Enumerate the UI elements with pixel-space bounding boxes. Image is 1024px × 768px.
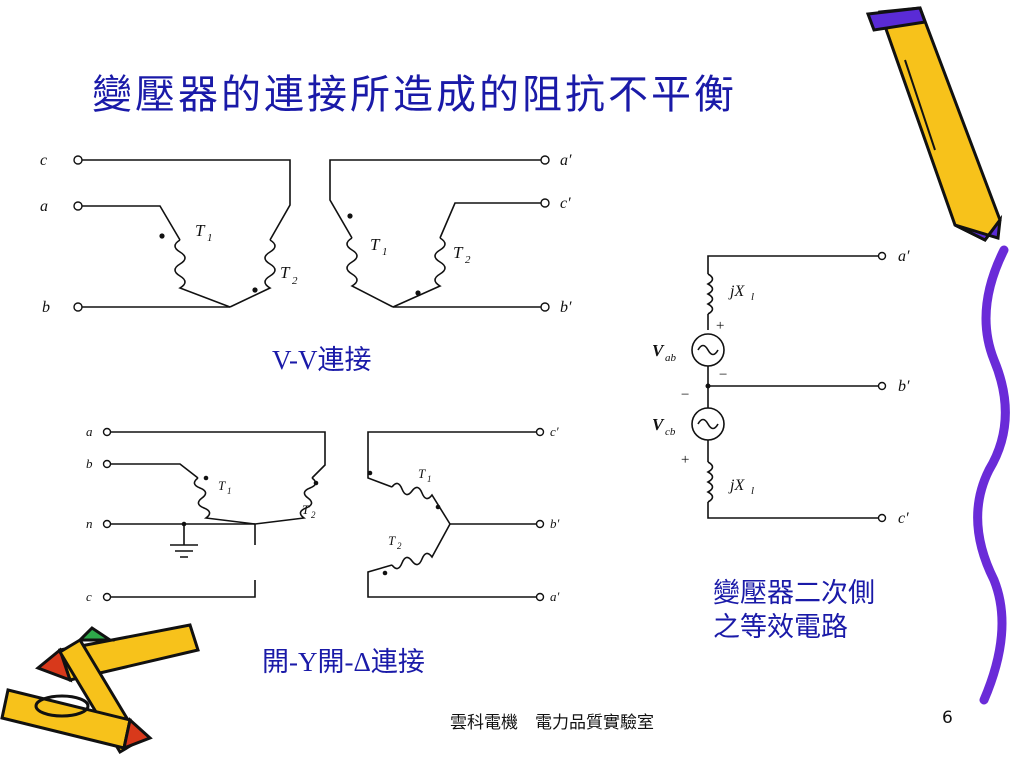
label-t2: T [280, 263, 291, 282]
svg-text:b: b [86, 456, 93, 471]
caption-open-y-open-delta: 開-Y開-Δ連接 [262, 647, 425, 677]
svg-text:cb: cb [665, 426, 676, 438]
svg-text:+: + [680, 452, 690, 468]
caption-equiv-line1: 變壓器二次側 [713, 578, 875, 608]
terminal-c [73, 155, 83, 165]
label-t1: T [370, 235, 381, 254]
terminal-a [73, 201, 83, 211]
terminal-c [102, 592, 112, 602]
svg-text:a′: a′ [898, 248, 910, 265]
svg-text:1: 1 [427, 474, 432, 484]
svg-text:2: 2 [311, 510, 316, 520]
page-number: 6 [942, 708, 953, 728]
label-jxl-bottom: jX [728, 477, 745, 494]
terminal-a-prime [540, 155, 550, 165]
svg-text:c: c [86, 589, 92, 604]
svg-text:b′: b′ [898, 378, 910, 395]
terminal-n [102, 519, 112, 529]
terminal-c-prime [877, 513, 887, 523]
diagram-labels: c a b T 1 T 2 a′ c′ b′ T 1 T 2 a b n c T… [40, 152, 910, 604]
label-a: a [40, 198, 48, 215]
terminal-a-prime [877, 251, 887, 261]
svg-text:ab: ab [665, 352, 677, 364]
terminal-b-prime [540, 302, 550, 312]
svg-text:2: 2 [465, 254, 471, 266]
terminal-a [102, 427, 112, 437]
svg-text:l: l [751, 291, 754, 303]
label-n: n [86, 516, 93, 531]
label-c: c [40, 152, 47, 169]
terminal-b [102, 459, 112, 469]
svg-text:a′: a′ [550, 589, 560, 604]
terminal-c-prime [540, 198, 550, 208]
svg-text:2: 2 [397, 541, 402, 551]
svg-text:a: a [86, 424, 93, 439]
svg-text:1: 1 [227, 486, 232, 496]
terminal-b [73, 302, 83, 312]
label-t1: T [195, 221, 206, 240]
caption-vv: V-V連接 [272, 345, 372, 375]
caption-equiv-line2: 之等效電路 [713, 612, 848, 642]
footer-lab-name: 雲科電機 電力品質實驗室 [450, 713, 654, 733]
pencils-cluster-icon [0, 623, 200, 755]
equivalent-circuit [691, 251, 887, 523]
vv-primary-diagram [73, 155, 291, 312]
label-c-prime: c′ [560, 195, 571, 212]
svg-text:1: 1 [382, 246, 388, 258]
label-jxl-top: jX [728, 283, 745, 300]
label-vab: V [652, 341, 665, 360]
squiggle-line-icon [973, 245, 1010, 705]
svg-text:T: T [218, 478, 226, 493]
terminal-c-prime [535, 427, 545, 437]
open-y-primary-diagram [102, 427, 326, 602]
svg-text:T: T [418, 466, 426, 481]
svg-text:c′: c′ [550, 424, 559, 439]
label-t2: T [453, 243, 464, 262]
label-b: b [42, 299, 50, 316]
label-b-prime: b′ [560, 299, 572, 316]
svg-text:T: T [388, 533, 396, 548]
svg-text:1: 1 [207, 232, 213, 244]
svg-text:−: − [680, 387, 690, 403]
pencil-icon [865, 6, 1003, 242]
label-a-prime: a′ [560, 152, 572, 169]
label-vcb: V [652, 415, 665, 434]
svg-text:c′: c′ [898, 510, 909, 527]
svg-text:2: 2 [292, 275, 298, 287]
terminal-b-prime [877, 381, 887, 391]
vv-secondary-diagram [329, 155, 550, 312]
caption-equivalent-circuit: 變壓器二次側 之等效電路 [713, 576, 875, 644]
terminal-b-prime [535, 519, 545, 529]
open-delta-secondary-diagram [367, 427, 545, 602]
terminal-a-prime [535, 592, 545, 602]
svg-text:−: − [718, 367, 728, 383]
slide-title: 變壓器的連接所造成的阻抗不平衡 [92, 72, 737, 118]
svg-text:l: l [751, 485, 754, 497]
svg-text:T: T [302, 502, 310, 517]
svg-text:b′: b′ [550, 516, 560, 531]
svg-text:+: + [715, 318, 725, 334]
